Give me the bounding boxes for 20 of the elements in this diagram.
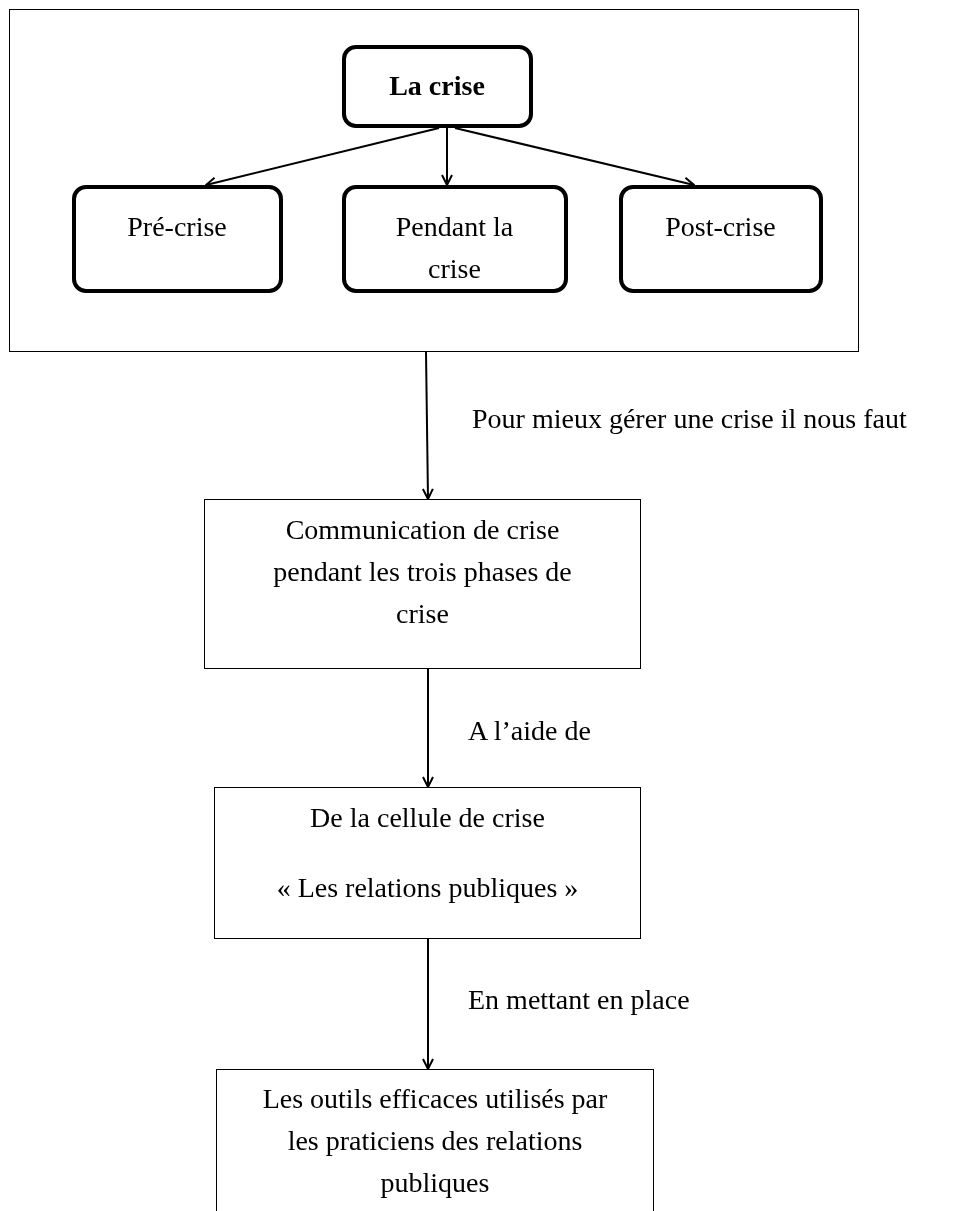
rounded-box — [341, 184, 568, 293]
process-box — [216, 1069, 654, 1211]
node-text: Post-crise — [665, 209, 776, 244]
node-text: Pré-crise — [127, 209, 227, 244]
rounded-box — [341, 44, 533, 128]
arrow — [421, 351, 434, 500]
node-text: Communication de crise pendant les trois phases de crise — [272, 513, 573, 631]
frame-box — [9, 9, 859, 352]
arrow — [422, 668, 434, 788]
arrow — [422, 938, 434, 1070]
node-text: La crise — [389, 69, 485, 103]
rounded-box — [618, 184, 823, 293]
rounded-box — [71, 184, 283, 293]
node-text: Pendant la crise — [394, 209, 515, 286]
node-text: De la cellule de crise — [310, 801, 545, 835]
node-text: « Les relations publiques » — [276, 871, 579, 905]
process-box — [204, 499, 641, 669]
process-box — [214, 787, 641, 939]
node-text: Les outils efficaces utilisés par les praticiens des relations publiques — [261, 1082, 609, 1200]
arrow — [441, 127, 453, 186]
